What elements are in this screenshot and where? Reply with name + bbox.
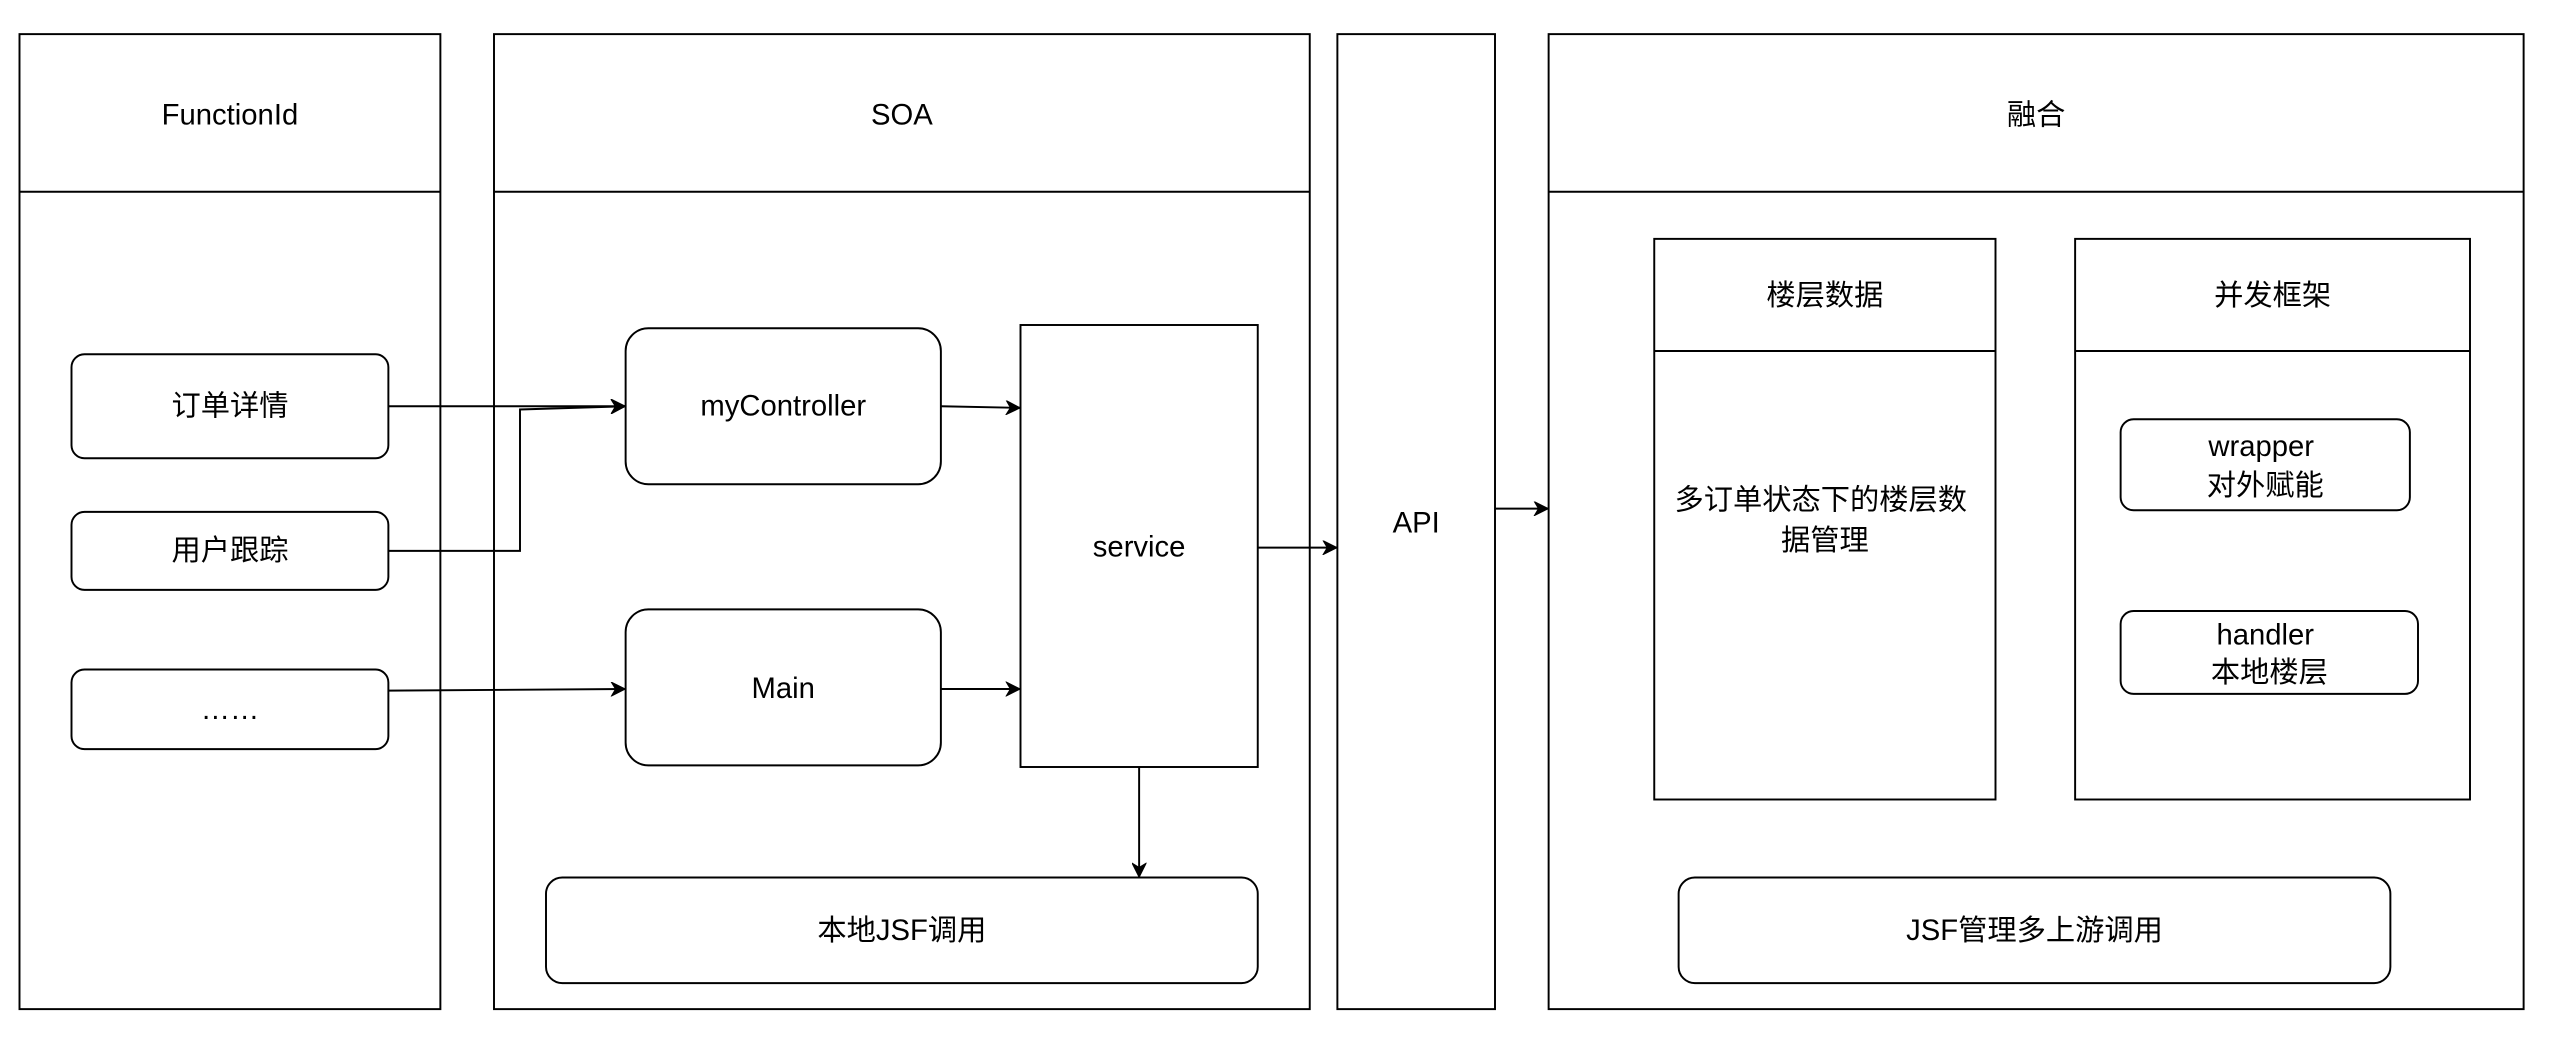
node-more-box (70, 668, 390, 751)
node-order-detail-label: 订单详情 (171, 389, 288, 422)
node-main-label: Main (752, 673, 815, 705)
node-api: API (1336, 33, 1496, 1011)
node-user-tracking-label: 用户跟踪 (171, 534, 288, 567)
node-wrapper-box (2119, 418, 2411, 512)
node-my-controller-label: myController (700, 390, 866, 422)
node-local-jsf: 本地JSF调用 (545, 876, 1259, 985)
container-concurrency-title: 并发框架 (2214, 279, 2331, 312)
floor-data-body-line: 多订单状态下的楼层数 (1675, 484, 1968, 517)
pool-fusion-title: 融合 (2007, 98, 2066, 131)
container-concurrency-frame (2074, 237, 2471, 801)
node-handler: handler 本地楼层 (2119, 610, 2419, 695)
node-more: …… (70, 668, 390, 751)
node-handler-label-line: handler (2216, 619, 2314, 651)
node-my-controller: myController (624, 327, 942, 486)
node-jsf-upstream-label: JSF管理多上游调用 (1906, 914, 2163, 947)
node-wrapper-label-line: 对外赋能 (2207, 469, 2324, 502)
container-floor-data: 楼层数据 多订单状态下的楼层数 据管理 (1653, 237, 1997, 801)
node-handler-label: handler 本地楼层 (2211, 619, 2328, 688)
floor-data-body-line: 据管理 (1781, 524, 1869, 557)
node-jsf-upstream: JSF管理多上游调用 (1677, 876, 2392, 985)
node-service: service (1019, 324, 1259, 768)
node-order-detail: 订单详情 (70, 353, 390, 460)
pool-function-id-title: FunctionId (162, 99, 299, 131)
node-wrapper: wrapper 对外赋能 (2119, 418, 2411, 512)
node-wrapper-label: wrapper 对外赋能 (2207, 431, 2324, 502)
node-service-label: service (1093, 532, 1186, 564)
node-jsf-upstream-box (1677, 876, 2392, 985)
node-service-box (1019, 324, 1259, 768)
pool-fusion: 融合 楼层数据 多订单状态下的楼层数 据管理 并发框架 wrapper 对外赋能 (1547, 33, 2525, 1011)
edge-more-to-main (388, 689, 625, 691)
pool-function-id: FunctionId 订单详情 用户跟踪 …… (18, 33, 442, 1011)
container-concurrency: 并发框架 wrapper 对外赋能 handler 本地楼层 (2074, 237, 2471, 801)
container-floor-data-title: 楼层数据 (1766, 279, 1883, 312)
container-floor-data-frame (1653, 237, 1997, 801)
node-handler-box (2119, 610, 2419, 695)
pool-soa-title: SOA (871, 99, 933, 131)
node-handler-label-line: 本地楼层 (2211, 656, 2328, 689)
node-more-label: …… (201, 694, 259, 726)
edge-my-controller-to-service (940, 406, 1021, 408)
node-local-jsf-label: 本地JSF调用 (817, 914, 986, 947)
node-main: Main (624, 608, 942, 767)
pool-soa: SOA myController Main service 本地JSF调用 (493, 33, 1311, 1011)
container-floor-data-body: 多订单状态下的楼层数 据管理 (1675, 484, 1976, 558)
node-user-tracking: 用户跟踪 (70, 510, 390, 591)
edge-user-tracking-to-my-controller (388, 406, 625, 552)
node-wrapper-label-line: wrapper (2207, 431, 2314, 463)
node-local-jsf-box (545, 876, 1259, 985)
node-api-label: API (1393, 507, 1440, 539)
node-api-box (1336, 33, 1496, 1011)
